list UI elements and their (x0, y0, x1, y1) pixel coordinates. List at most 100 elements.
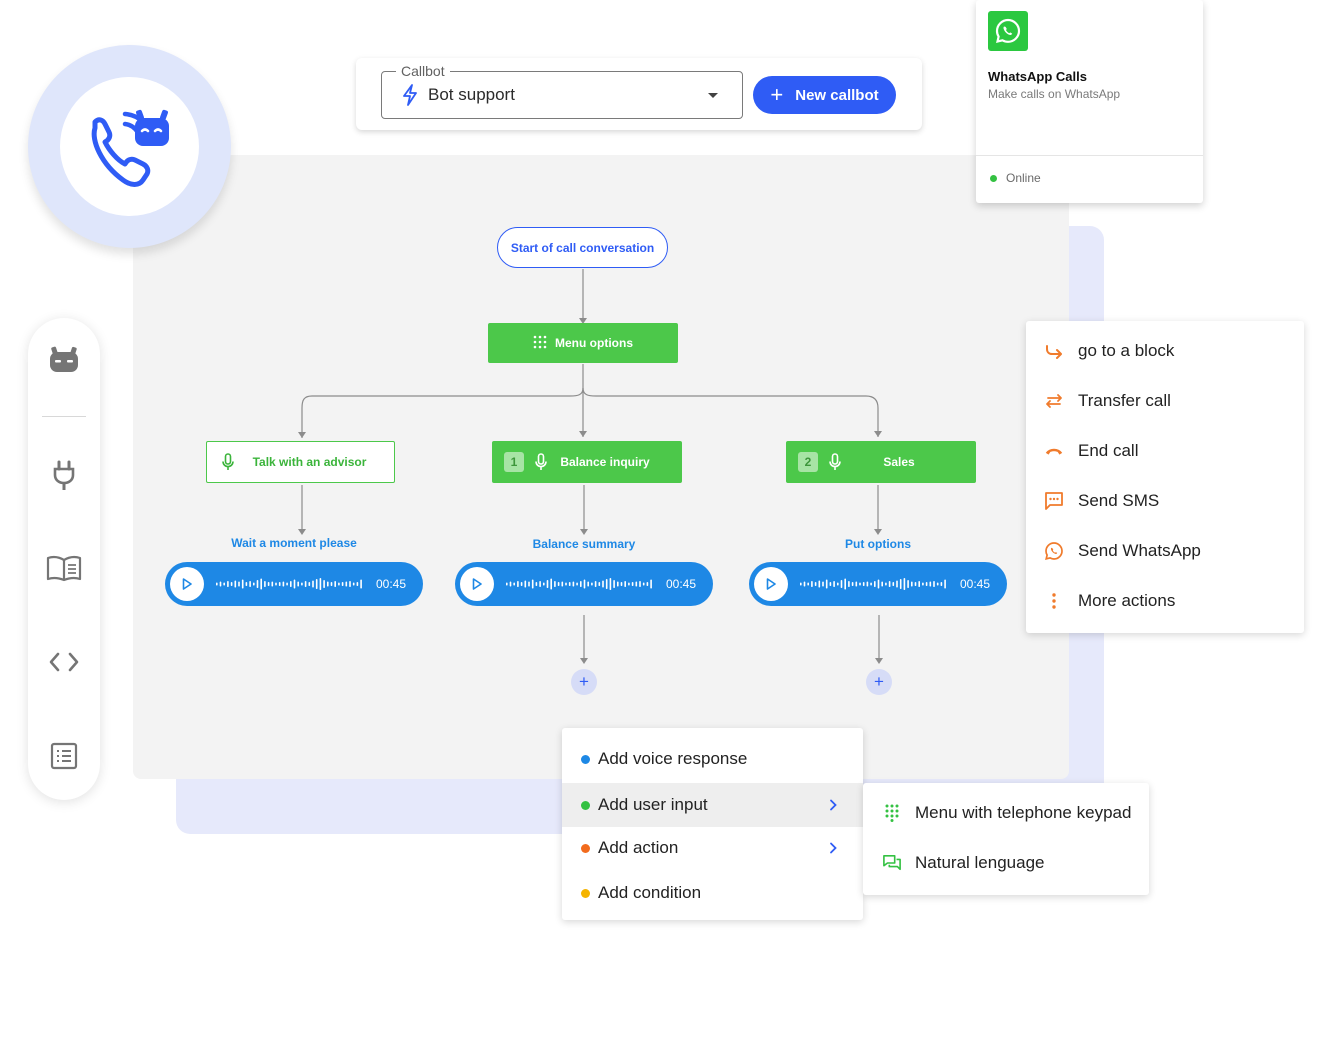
waveform-bar (356, 582, 359, 586)
waveform-bar (613, 580, 615, 588)
menu-item-send-sms[interactable]: Send SMS (1044, 486, 1159, 516)
menu-item-transfer-call[interactable]: Transfer call (1044, 386, 1171, 416)
audio-duration: 00:45 (666, 577, 697, 591)
audio-player[interactable]: 00:45 (455, 562, 713, 606)
menu-item-add-user-input[interactable]: Add user input (562, 783, 863, 827)
waveform-bar (297, 581, 299, 587)
waveform-bar (550, 578, 552, 590)
waveform-bar (517, 581, 519, 587)
waveform-bar (807, 582, 809, 586)
waveform-bar (907, 580, 909, 588)
option-label: Talk with an advisor (252, 455, 367, 469)
add-step-button[interactable]: + (866, 669, 892, 695)
add-step-menu: Add voice response Add user input Add ac… (562, 728, 863, 920)
menu-item-send-whatsapp[interactable]: Send WhatsApp (1044, 536, 1201, 566)
menu-options-node[interactable]: Menu options (488, 323, 678, 363)
menu-item-more-actions[interactable]: More actions (1044, 586, 1175, 616)
start-node-label: Start of call conversation (510, 240, 655, 255)
play-icon[interactable] (754, 567, 788, 601)
menu-options-label: Menu options (555, 336, 633, 350)
menu-item-natural-language[interactable]: Natural lenguage (883, 848, 1044, 878)
callbot-toolbar: Callbot Bot support + New callbot (356, 58, 922, 130)
waveform-bar (933, 581, 935, 587)
waveform-bar (565, 582, 567, 586)
option-number-badge: 2 (798, 452, 818, 472)
waveform-bar (234, 580, 237, 588)
waveform-bar (219, 581, 222, 587)
waveform-bar (290, 581, 292, 587)
option-node-sales[interactable]: 2 Sales (786, 441, 976, 483)
option-node-advisor[interactable]: Talk with an advisor (206, 441, 395, 483)
whatsapp-calls-card[interactable]: WhatsApp Calls Make calls on WhatsApp On… (976, 0, 1203, 203)
waveform-bar (829, 582, 832, 586)
add-step-button[interactable]: + (571, 669, 597, 695)
waveform-bar (646, 582, 649, 586)
menu-item-add-condition[interactable]: Add condition (562, 871, 863, 915)
waveform-bar (874, 581, 876, 587)
waveform-bar (825, 579, 828, 589)
waveform-bar (360, 579, 362, 589)
play-icon[interactable] (460, 567, 494, 601)
code-icon[interactable] (44, 642, 84, 682)
start-node[interactable]: Start of call conversation (497, 227, 668, 268)
list-icon[interactable] (44, 736, 84, 776)
menu-item-go-to-block[interactable]: go to a block (1044, 336, 1174, 366)
voice-dot-icon (581, 754, 590, 764)
waveform-bar (513, 582, 515, 586)
waveform-bar (639, 581, 641, 587)
waveform-bar (605, 579, 608, 589)
waveform-bar (230, 582, 233, 586)
waveform-bar (238, 581, 240, 587)
waveform-bar (855, 581, 858, 587)
waveform-bar (528, 581, 530, 587)
waveform (506, 574, 656, 594)
menu-item-label: End call (1078, 441, 1139, 460)
condition-dot-icon (581, 888, 590, 898)
microphone-icon (828, 453, 842, 471)
menu-item-telephone-keypad[interactable]: Menu with telephone keypad (883, 798, 1131, 828)
waveform-bar (572, 581, 575, 587)
waveform-bar (833, 581, 835, 587)
callbot-select[interactable]: Callbot Bot support (381, 63, 743, 119)
waveform-bar (227, 581, 229, 587)
online-status-dot (990, 175, 997, 182)
waveform-bar (818, 580, 821, 588)
waveform-bar (253, 582, 255, 586)
connector-to-advisor (301, 387, 584, 438)
option-node-balance[interactable]: 1 Balance inquiry (492, 441, 682, 483)
waveform-bar (256, 580, 259, 588)
audio-player[interactable]: 00:45 (749, 562, 1007, 606)
waveform-bar (341, 582, 344, 586)
sidebar (28, 318, 100, 800)
new-callbot-button[interactable]: + New callbot (753, 76, 896, 114)
option-label: Sales (883, 455, 915, 469)
waveform-bar (264, 581, 266, 587)
waveform-bar (642, 582, 645, 586)
book-icon[interactable] (44, 548, 84, 588)
waveform-bar (520, 582, 523, 586)
waveform-bar (271, 581, 274, 587)
menu-item-add-voice-response[interactable]: Add voice response (562, 737, 863, 781)
menu-item-end-call[interactable]: End call (1044, 436, 1138, 466)
menu-item-add-action[interactable]: Add action (562, 826, 863, 870)
status-label: Online (1006, 171, 1041, 185)
waveform-bar (506, 582, 508, 586)
audio-player[interactable]: 00:45 (165, 562, 423, 606)
bot-icon[interactable] (44, 340, 84, 380)
new-callbot-label: New callbot (795, 86, 879, 104)
plug-icon[interactable] (44, 456, 84, 496)
input-dot-icon (581, 800, 590, 810)
callbot-logo-icon (91, 109, 169, 187)
card-divider (976, 155, 1203, 156)
waveform-bar (598, 582, 601, 586)
play-icon[interactable] (170, 567, 204, 601)
waveform-bar (275, 582, 277, 586)
menu-item-label: go to a block (1078, 341, 1175, 360)
callbot-select-value: Bot support (428, 85, 515, 104)
waveform-bar (301, 582, 303, 586)
waveform-bar (338, 582, 340, 586)
whatsapp-card-title: WhatsApp Calls (988, 69, 1087, 84)
whatsapp-card-subtitle: Make calls on WhatsApp (988, 87, 1121, 101)
waveform-bar (327, 581, 329, 587)
waveform-bar (587, 581, 589, 587)
